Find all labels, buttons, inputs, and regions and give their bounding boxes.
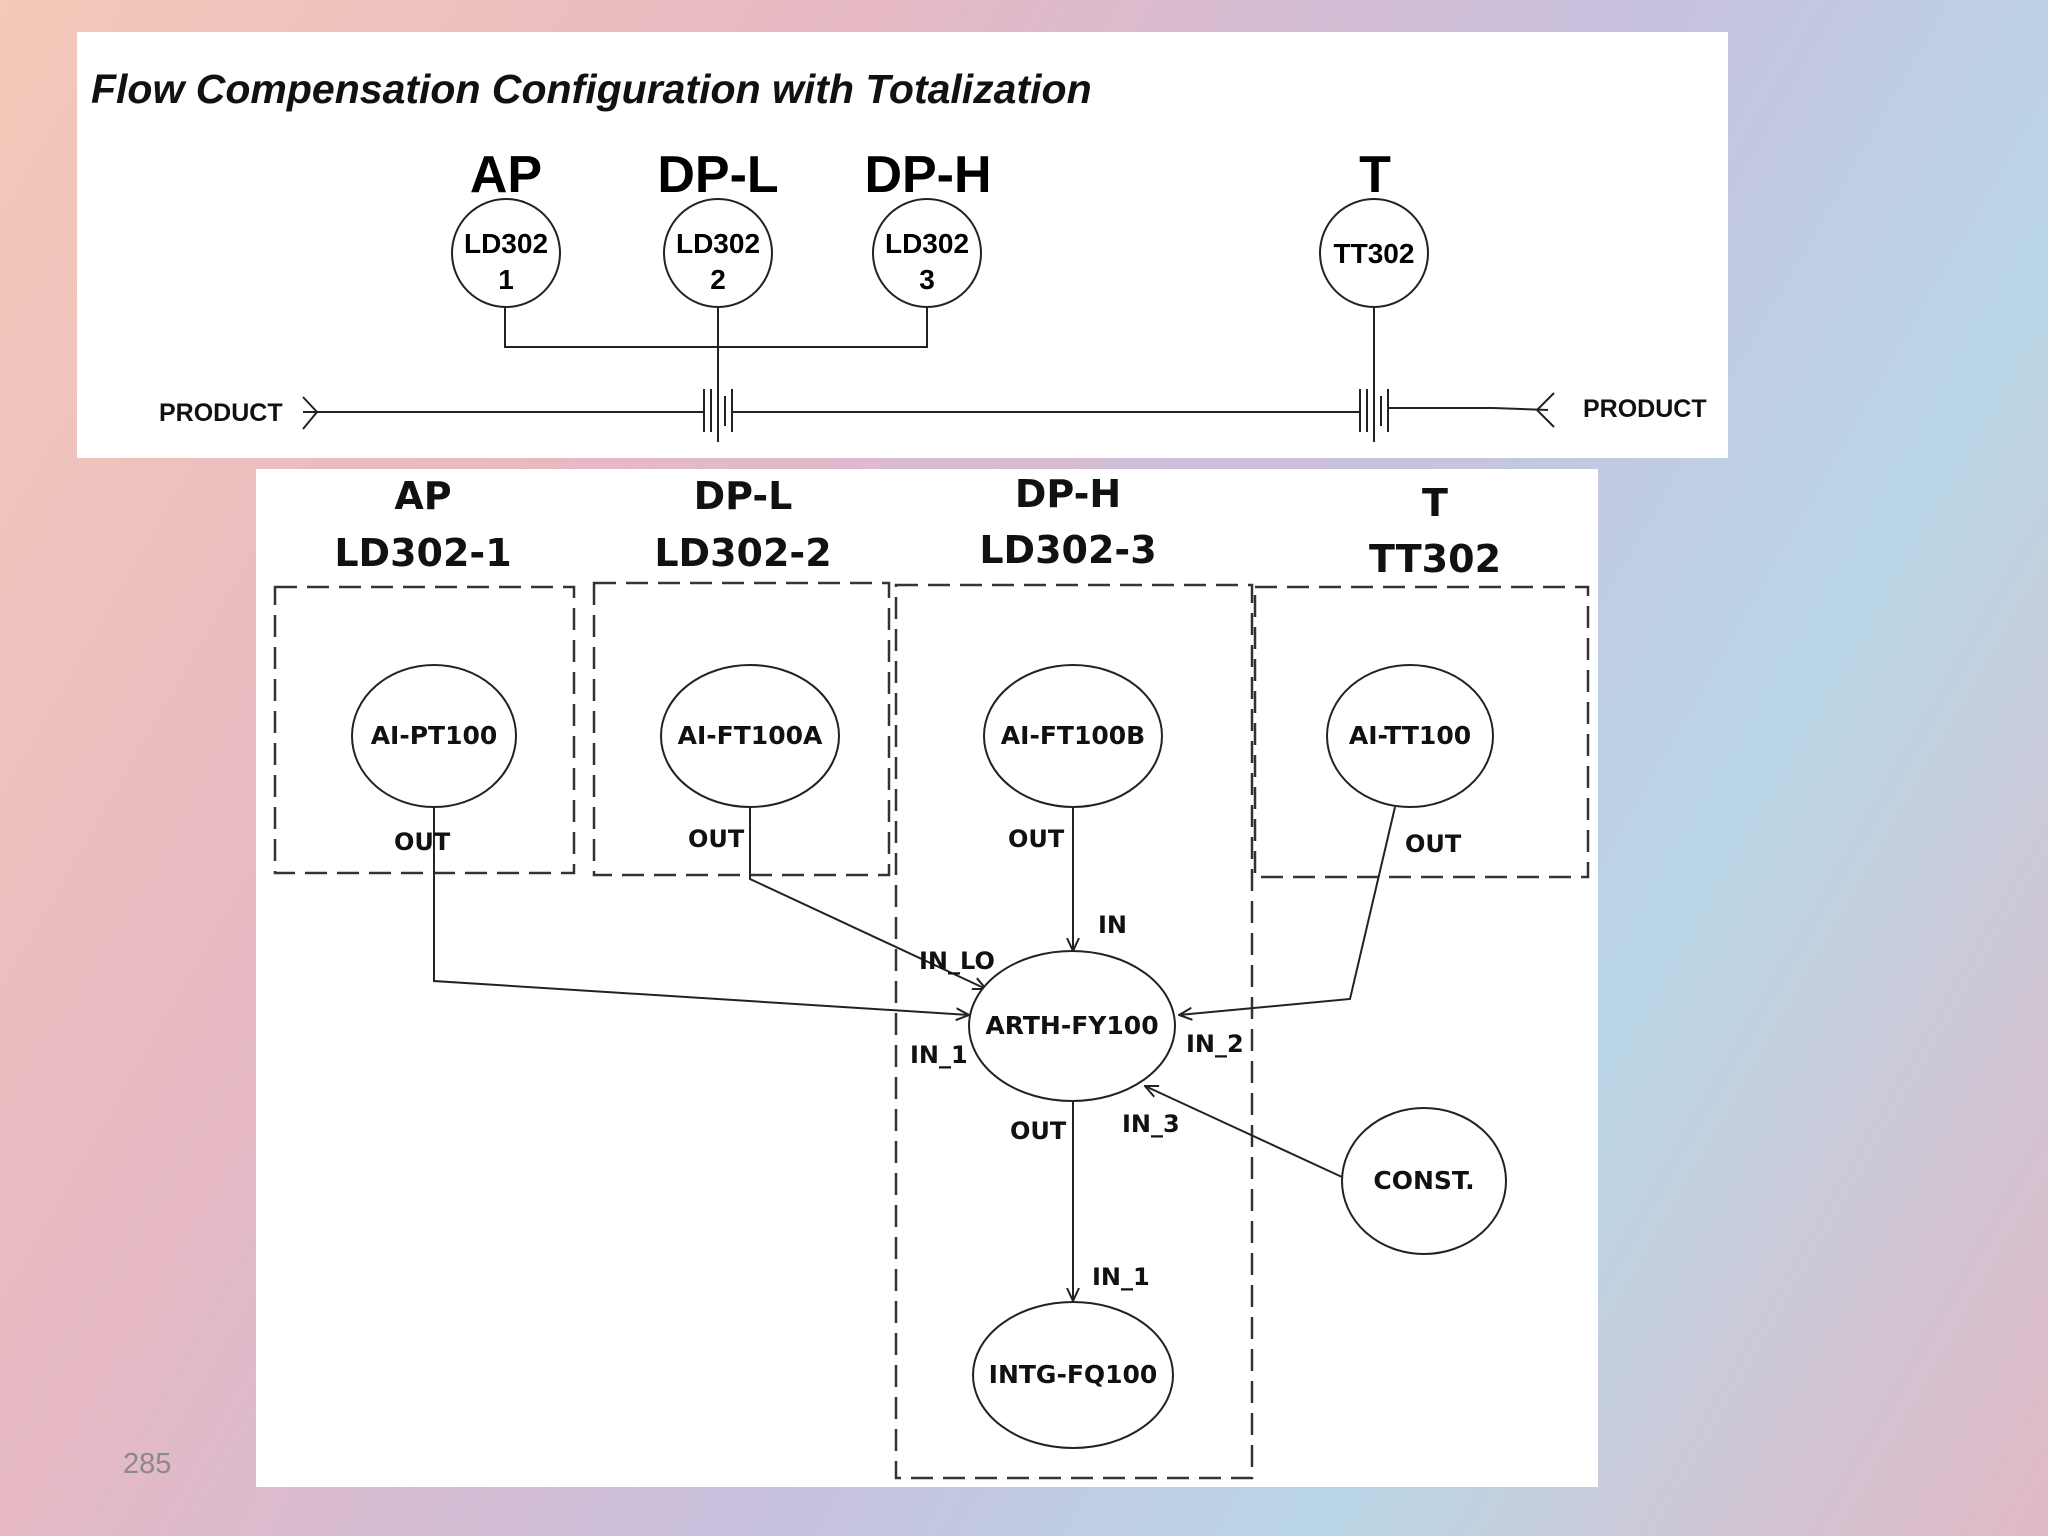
port-out-ai-pt100: OUT bbox=[394, 828, 451, 856]
svg-text:AP: AP bbox=[394, 474, 451, 518]
svg-text:ARTH-FY100: ARTH-FY100 bbox=[985, 1011, 1158, 1040]
svg-text:AI-PT100: AI-PT100 bbox=[371, 721, 498, 750]
port-in-arth: IN bbox=[1098, 911, 1127, 939]
svg-text:DP-L: DP-L bbox=[694, 474, 793, 518]
instrument-ld302-1: LD302 1 bbox=[451, 198, 561, 308]
svg-text:CONST.: CONST. bbox=[1373, 1166, 1474, 1195]
instrument-number: 3 bbox=[919, 264, 935, 295]
page-number: 285 bbox=[123, 1448, 172, 1480]
product-outlet-label: PRODUCT bbox=[1583, 395, 1707, 423]
svg-text:AI-FT100B: AI-FT100B bbox=[1001, 721, 1145, 750]
instrument-tag: TT302 bbox=[1334, 238, 1415, 269]
instrument-tag: LD302 bbox=[464, 228, 548, 259]
port-in-3-arth: IN_3 bbox=[1122, 1110, 1180, 1138]
block-const: CONST. bbox=[1341, 1107, 1507, 1255]
block-ai-tt100: AI-TT100 bbox=[1326, 664, 1494, 808]
device-boundary-ld302-2 bbox=[592, 581, 891, 877]
block-arth-fy100: ARTH-FY100 bbox=[968, 950, 1176, 1102]
function-block-diagram: AP LD302-1 DP-L LD302-2 DP-H LD302-3 T T… bbox=[273, 472, 1590, 1480]
svg-text:T: T bbox=[1422, 481, 1448, 525]
port-in-1-intg: IN_1 bbox=[1092, 1263, 1150, 1291]
instrument-tag: LD302 bbox=[676, 228, 760, 259]
process-pipe bbox=[302, 389, 1555, 432]
function-block-diagram-panel: AP LD302-1 DP-L LD302-2 DP-H LD302-3 T T… bbox=[256, 469, 1598, 1487]
svg-text:TT302: TT302 bbox=[1369, 537, 1501, 581]
label-ap: AP bbox=[470, 146, 542, 204]
header-ap: AP LD302-1 bbox=[334, 474, 511, 575]
instrument-number: 1 bbox=[498, 264, 514, 295]
svg-text:LD302-2: LD302-2 bbox=[654, 531, 831, 575]
svg-text:AI-FT100A: AI-FT100A bbox=[678, 721, 823, 750]
label-dp-h: DP-H bbox=[864, 146, 991, 204]
device-boundary-tt302 bbox=[1253, 585, 1590, 879]
port-in-2-arth: IN_2 bbox=[1186, 1030, 1244, 1058]
device-boundary-ld302-1 bbox=[273, 585, 576, 875]
product-inlet-label: PRODUCT bbox=[159, 399, 283, 427]
device-boundary-ld302-3 bbox=[894, 583, 1254, 1480]
port-out-ai-tt100: OUT bbox=[1405, 830, 1462, 858]
instrument-tag: LD302 bbox=[885, 228, 969, 259]
instrument-ld302-2: LD302 2 bbox=[663, 198, 773, 308]
instrument-diagram: Flow Compensation Configuration with Tot… bbox=[91, 66, 1707, 442]
label-t: T bbox=[1359, 146, 1391, 204]
header-t: T TT302 bbox=[1369, 481, 1501, 581]
svg-text:LD302-3: LD302-3 bbox=[979, 528, 1156, 572]
port-out-ai-ft100b: OUT bbox=[1008, 825, 1065, 853]
port-out-ai-ft100a: OUT bbox=[688, 825, 745, 853]
block-links bbox=[433, 806, 1396, 1301]
instrument-number: 2 bbox=[710, 264, 726, 295]
header-dp-h: DP-H LD302-3 bbox=[979, 472, 1156, 572]
instrument-diagram-panel: Flow Compensation Configuration with Tot… bbox=[77, 32, 1728, 458]
diagram-title: Flow Compensation Configuration with Tot… bbox=[91, 66, 1092, 112]
port-in-lo-arth: IN_LO bbox=[919, 947, 995, 975]
svg-text:LD302-1: LD302-1 bbox=[334, 531, 511, 575]
port-in-1-arth: IN_1 bbox=[910, 1041, 968, 1069]
svg-text:DP-H: DP-H bbox=[1015, 472, 1121, 516]
svg-text:INTG-FQ100: INTG-FQ100 bbox=[989, 1360, 1158, 1389]
block-ai-pt100: AI-PT100 bbox=[351, 664, 517, 808]
block-intg-fq100: INTG-FQ100 bbox=[972, 1301, 1174, 1449]
label-dp-l: DP-L bbox=[657, 146, 778, 204]
svg-text:AI-TT100: AI-TT100 bbox=[1349, 721, 1471, 750]
instrument-tt302: TT302 bbox=[1319, 198, 1429, 308]
instrument-ld302-3: LD302 3 bbox=[872, 198, 982, 308]
block-ai-ft100a: AI-FT100A bbox=[660, 664, 840, 808]
header-dp-l: DP-L LD302-2 bbox=[654, 474, 831, 575]
block-ai-ft100b: AI-FT100B bbox=[983, 664, 1163, 808]
port-out-arth: OUT bbox=[1010, 1117, 1067, 1145]
impulse-lines bbox=[504, 308, 1375, 442]
